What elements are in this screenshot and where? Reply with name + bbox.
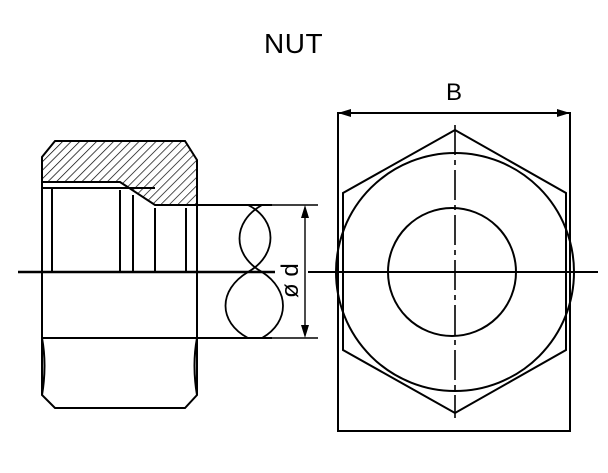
- diameter-arrow-top: [301, 205, 309, 218]
- nut-front-view: [308, 109, 598, 432]
- width-arrow-left: [338, 109, 351, 117]
- nut-side-view: [18, 140, 318, 409]
- width-label: B: [446, 79, 462, 106]
- cut-section-hatching: [41, 140, 198, 206]
- drawing-title: NUT: [264, 28, 324, 59]
- lower-face-arc-left: [41, 337, 46, 396]
- diameter-label: ø d: [277, 263, 304, 298]
- lower-face-arc-right: [193, 337, 198, 396]
- nut-body-outline: [41, 188, 198, 409]
- diameter-arrow-bottom: [301, 325, 309, 338]
- width-arrow-right: [557, 109, 570, 117]
